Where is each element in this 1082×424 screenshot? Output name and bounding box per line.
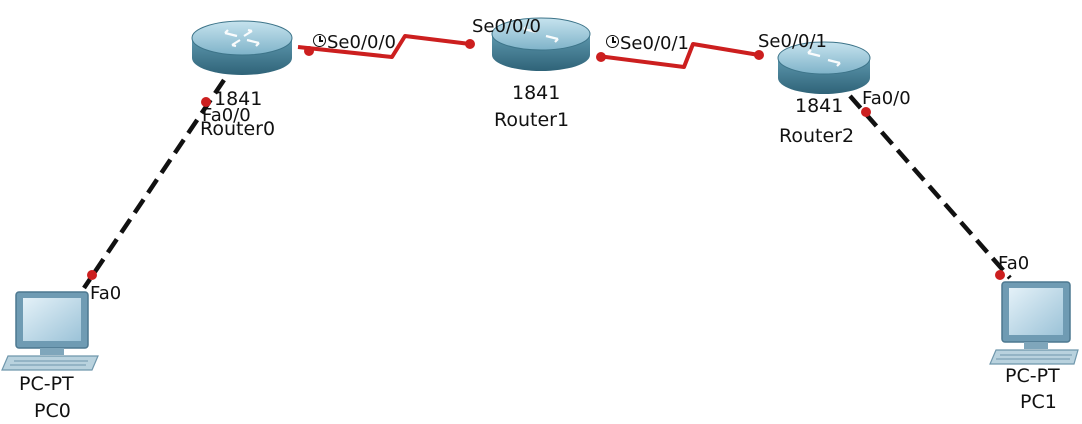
pc-icon[interactable]	[989, 281, 1079, 365]
router0-se-port-label: Se0/0/0	[313, 34, 396, 52]
port-dot	[754, 50, 764, 60]
router2-name-label: Router2	[779, 125, 855, 147]
pc-icon[interactable]	[1, 291, 99, 371]
port-dot	[861, 107, 871, 117]
router0-se-port-text: Se0/0/0	[327, 32, 396, 53]
port-dot	[596, 52, 606, 62]
port-dot	[995, 270, 1005, 280]
pc0-fa-port-label: Fa0	[90, 283, 122, 304]
router1-se1-port-label: Se0/0/1	[606, 35, 689, 53]
port-dot	[201, 97, 211, 107]
ethernet-link-router0-pc0[interactable]	[82, 78, 226, 290]
router0-fa-port-label: Fa0/0	[202, 105, 251, 126]
pc1-model-label: PC-PT	[1005, 365, 1060, 387]
serial-link-router0-router1[interactable]	[297, 34, 471, 59]
router0-name-label: Router0	[200, 118, 276, 140]
pc0-model-label: PC-PT	[19, 373, 74, 395]
clock-icon	[606, 35, 619, 48]
router-icon[interactable]	[191, 20, 293, 75]
serial-link-router1-router2[interactable]	[597, 42, 760, 69]
pc1-fa-port-label: Fa0	[998, 253, 1030, 274]
router1-se1-port-text: Se0/0/1	[620, 33, 689, 54]
router-icon[interactable]	[777, 41, 871, 94]
clock-icon	[313, 34, 326, 47]
port-dots	[87, 39, 1005, 280]
router2-model-label: 1841	[795, 95, 844, 117]
port-dot	[465, 39, 475, 49]
router1-name-label: Router1	[494, 109, 570, 131]
port-dot	[304, 46, 314, 56]
pc0-name-label: PC0	[34, 400, 71, 422]
router1-model-label: 1841	[512, 82, 561, 104]
router2-fa-port-label: Fa0/0	[862, 88, 911, 109]
router0-model-label: 1841	[214, 88, 263, 110]
ethernet-link-router2-pc1[interactable]	[848, 94, 1012, 280]
router-icon[interactable]	[491, 17, 591, 71]
port-dot	[87, 270, 97, 280]
router2-se-port-label: Se0/0/1	[758, 31, 827, 52]
pc1-name-label: PC1	[1020, 391, 1057, 413]
router1-se0-port-label: Se0/0/0	[472, 16, 541, 37]
